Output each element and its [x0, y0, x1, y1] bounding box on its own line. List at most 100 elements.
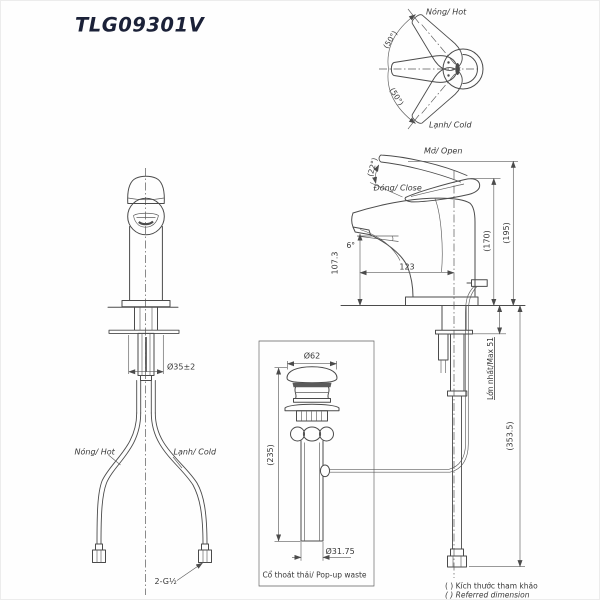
swing-tick-lower — [407, 114, 420, 130]
handle-slot — [455, 63, 460, 75]
popup-tailpipe-inner — [304, 442, 320, 541]
popup-cap — [286, 366, 338, 384]
spout-mouth — [133, 212, 159, 228]
thread-leader — [176, 562, 203, 581]
note-vietnamese: ( ) Kích thước tham khảo — [445, 582, 538, 591]
product-code-title: TLG09301V — [75, 14, 206, 37]
body-front-crease — [434, 198, 443, 273]
popup-thread-hatch — [301, 411, 322, 421]
tailpiece-cap — [447, 390, 468, 397]
top-view-handle-swing: Nóng/ Hot Lạnh/ Cold (50°) (50°) — [379, 7, 484, 130]
swing-arc — [387, 14, 416, 124]
popup-ball-right — [319, 426, 334, 442]
popup-thread-band — [296, 410, 328, 422]
handle-dome-seam — [127, 197, 165, 201]
handle-dome — [127, 175, 165, 204]
dim-swing-angle-lower: (50°) — [388, 86, 406, 107]
shank-front — [134, 306, 158, 331]
hot-supply-hose — [96, 412, 142, 545]
mounting-washer-front — [108, 329, 180, 334]
popup-waste-detail: Ø62 (235) Ø31.75 Cổ thoát thải/ Pop-up w… — [258, 340, 375, 587]
spout-inner-curve — [359, 229, 401, 261]
dim-connection-thread: 2-G½ — [155, 577, 177, 586]
base-plate-side — [405, 296, 479, 306]
dim-lever-angle: (22°) — [366, 157, 380, 178]
aerator — [352, 226, 371, 236]
popup-caption: Cổ thoát thải/ Pop-up waste — [262, 571, 366, 580]
reference-notes: ( ) Kích thước tham khảo ( ) Referred di… — [445, 582, 538, 600]
mounting-stud-lines — [141, 333, 151, 376]
label-close: Đóng/ Close — [374, 183, 422, 193]
lever-angle-extension — [369, 182, 403, 198]
supply-tubes-upper — [136, 380, 156, 414]
ext-pipe-diameter — [300, 542, 324, 561]
label-cold-front: Lạnh/ Cold — [174, 448, 217, 457]
popup-neck — [294, 386, 330, 399]
mounting-stud — [438, 333, 449, 361]
hot-label-leader — [108, 454, 121, 466]
swing-tick-upper — [407, 8, 420, 24]
base-flange-front — [121, 300, 171, 308]
spout-underside — [370, 234, 414, 298]
spout-tip-face — [351, 212, 354, 228]
cold-label-leader — [172, 456, 183, 469]
label-open: Mở/ Open — [424, 146, 462, 156]
dim-cap-diameter: Ø62 — [304, 351, 320, 361]
supply-tube-side — [452, 395, 462, 550]
front-view-faucet: Ø35±2 Nóng/ Hot Lạnh/ Cold 2-G½ — [75, 168, 217, 595]
hot-fitting-facets — [96, 550, 102, 563]
popup-collar — [293, 398, 331, 403]
body-column — [129, 226, 163, 301]
popup-pull-rod — [330, 286, 478, 473]
lever-open-outline — [378, 154, 468, 183]
label-hot-top: Nóng/ Hot — [426, 7, 467, 17]
dim-total-height: (353.5) — [506, 421, 515, 450]
dim-pipe-diameter: Ø31.75 — [326, 546, 355, 556]
lever-closed-detail — [410, 183, 465, 197]
dim-max-deck-thickness: Lớn nhất/Max 51 — [486, 337, 495, 400]
supply-fitting-facets — [452, 556, 462, 567]
popup-rod-knob — [466, 279, 488, 287]
popup-ball-left — [290, 426, 305, 442]
dim-spout-reach: 123 — [399, 263, 414, 272]
dim-open-height: (195) — [502, 222, 511, 244]
spout-body-outline — [352, 197, 476, 297]
dim-spout-height: 107.3 — [331, 252, 340, 275]
dim-body-length: (235) — [266, 444, 275, 466]
spout-ball — [127, 197, 165, 236]
tailpiece — [450, 333, 465, 392]
mounting-stud-bolt — [440, 360, 446, 373]
dim-body-diameter: Ø35±2 — [167, 362, 195, 372]
dim-spout-tilt: 6° — [347, 241, 356, 250]
ext-cap-diameter — [287, 361, 337, 370]
dim-swing-angle-upper: (50°) — [381, 29, 399, 50]
popup-seal-band — [292, 382, 332, 388]
popup-ball-center — [302, 426, 322, 442]
handle-position-hot — [411, 14, 463, 71]
popup-flange — [284, 403, 340, 412]
spout-tilt-lines — [356, 235, 399, 242]
cold-fitting-facets — [202, 550, 208, 563]
mounting-shank — [441, 305, 467, 331]
label-hot-front: Nóng/ Hot — [75, 447, 116, 457]
spout-opening — [138, 220, 154, 226]
detail-dot — [447, 61, 450, 64]
cold-supply-hose — [150, 412, 208, 545]
ext-body-diameter — [128, 335, 164, 374]
side-view-faucet: (22°) Mở/ Open Đóng/ Close 6° 107.3 123 … — [330, 146, 526, 578]
hot-hose-fitting — [92, 543, 106, 563]
spout-top-arc — [462, 54, 478, 84]
lever-closed — [404, 178, 481, 203]
detail-dot — [447, 74, 450, 77]
handle-position-cold — [411, 67, 463, 124]
detail-box — [258, 340, 375, 587]
faucet-body-top — [442, 48, 484, 90]
dim-closed-height: (170) — [483, 230, 492, 252]
cold-hose-fitting — [198, 543, 212, 563]
lever-angle-arc — [372, 164, 380, 184]
rod-ball-joint — [319, 464, 331, 478]
shank-inner-front — [139, 307, 153, 330]
supply-fitting-side — [447, 548, 467, 568]
